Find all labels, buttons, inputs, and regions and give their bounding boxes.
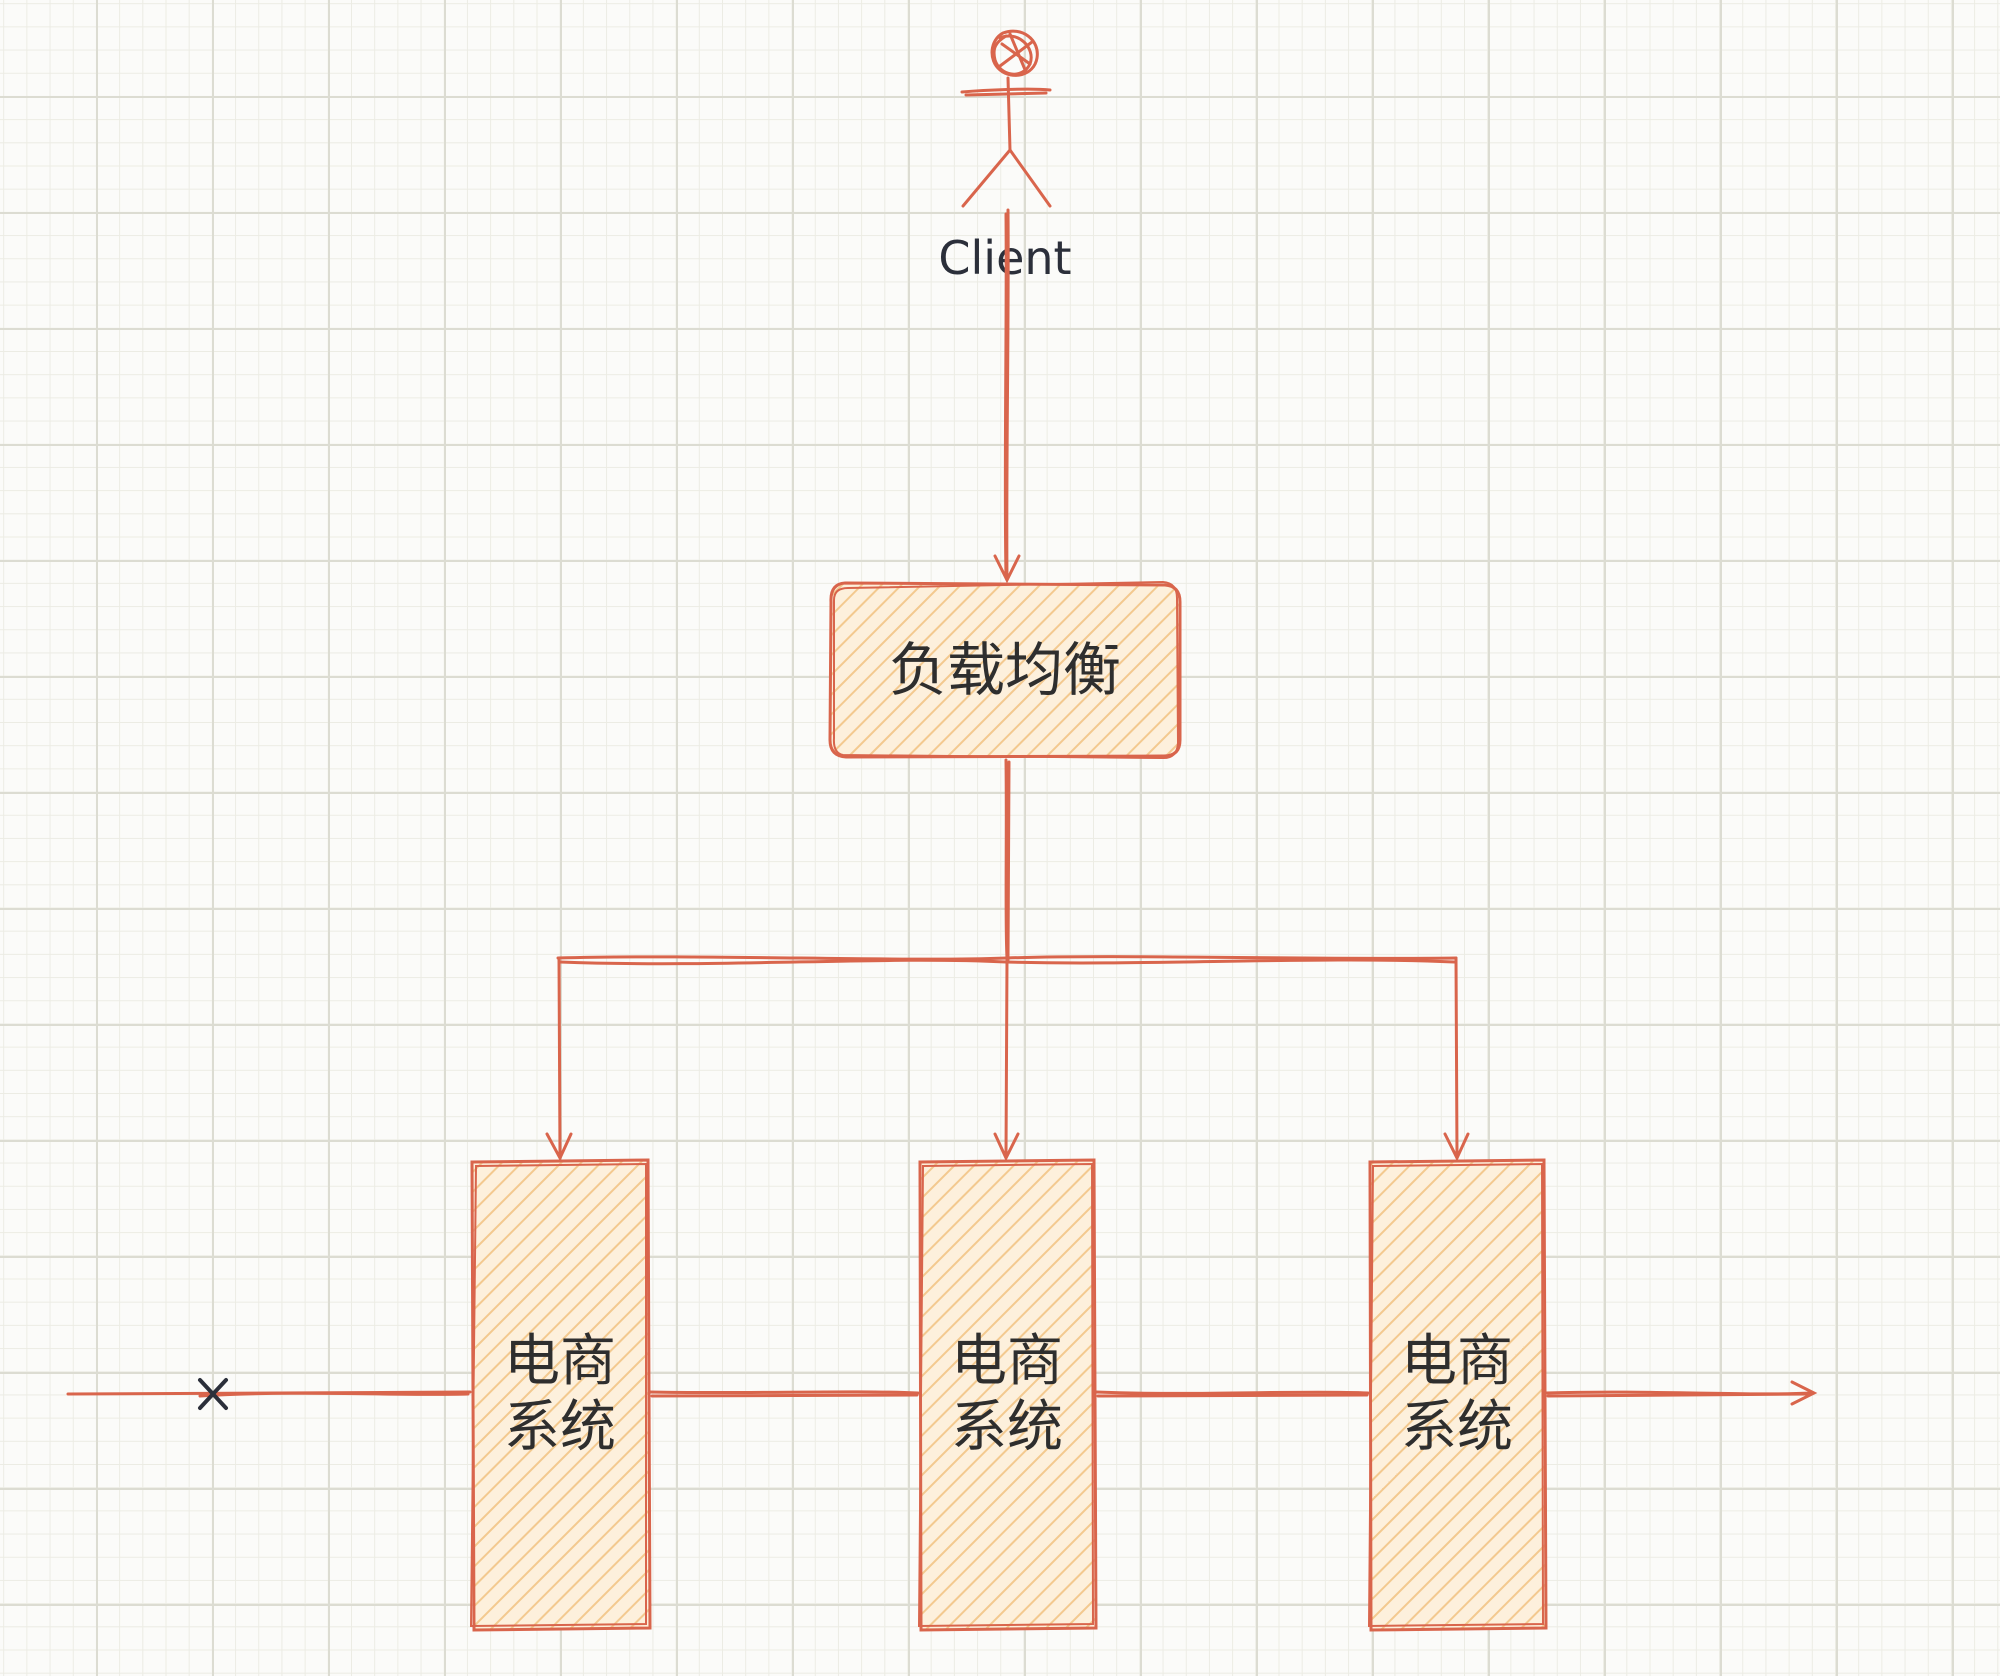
client-actor-icon[interactable]	[960, 29, 1052, 208]
server-3-label-line2: 系统	[1401, 1395, 1513, 1460]
server-2-label-line2: 系统	[951, 1395, 1063, 1460]
load-balancer-node[interactable]: 负载均衡	[828, 580, 1182, 760]
server-3-label-line1: 电商	[1401, 1329, 1513, 1394]
cross-marker-icon	[198, 1378, 228, 1410]
chain-arrowhead-icon	[1790, 1380, 1818, 1406]
server-2-label-line1: 电商	[951, 1329, 1063, 1394]
server-node-1[interactable]: 电商 系统	[469, 1158, 652, 1632]
server-1-label-line2: 系统	[504, 1395, 616, 1460]
server-node-3[interactable]: 电商 系统	[1367, 1158, 1548, 1632]
connector-lb-to-servers[interactable]	[545, 758, 1470, 1162]
server-node-2[interactable]: 电商 系统	[917, 1158, 1098, 1632]
chain-line[interactable]	[66, 1390, 1814, 1398]
load-balancer-label: 负载均衡	[889, 636, 1121, 704]
server-1-label-line1: 电商	[504, 1329, 616, 1394]
arrow-client-to-lb[interactable]	[993, 208, 1021, 584]
